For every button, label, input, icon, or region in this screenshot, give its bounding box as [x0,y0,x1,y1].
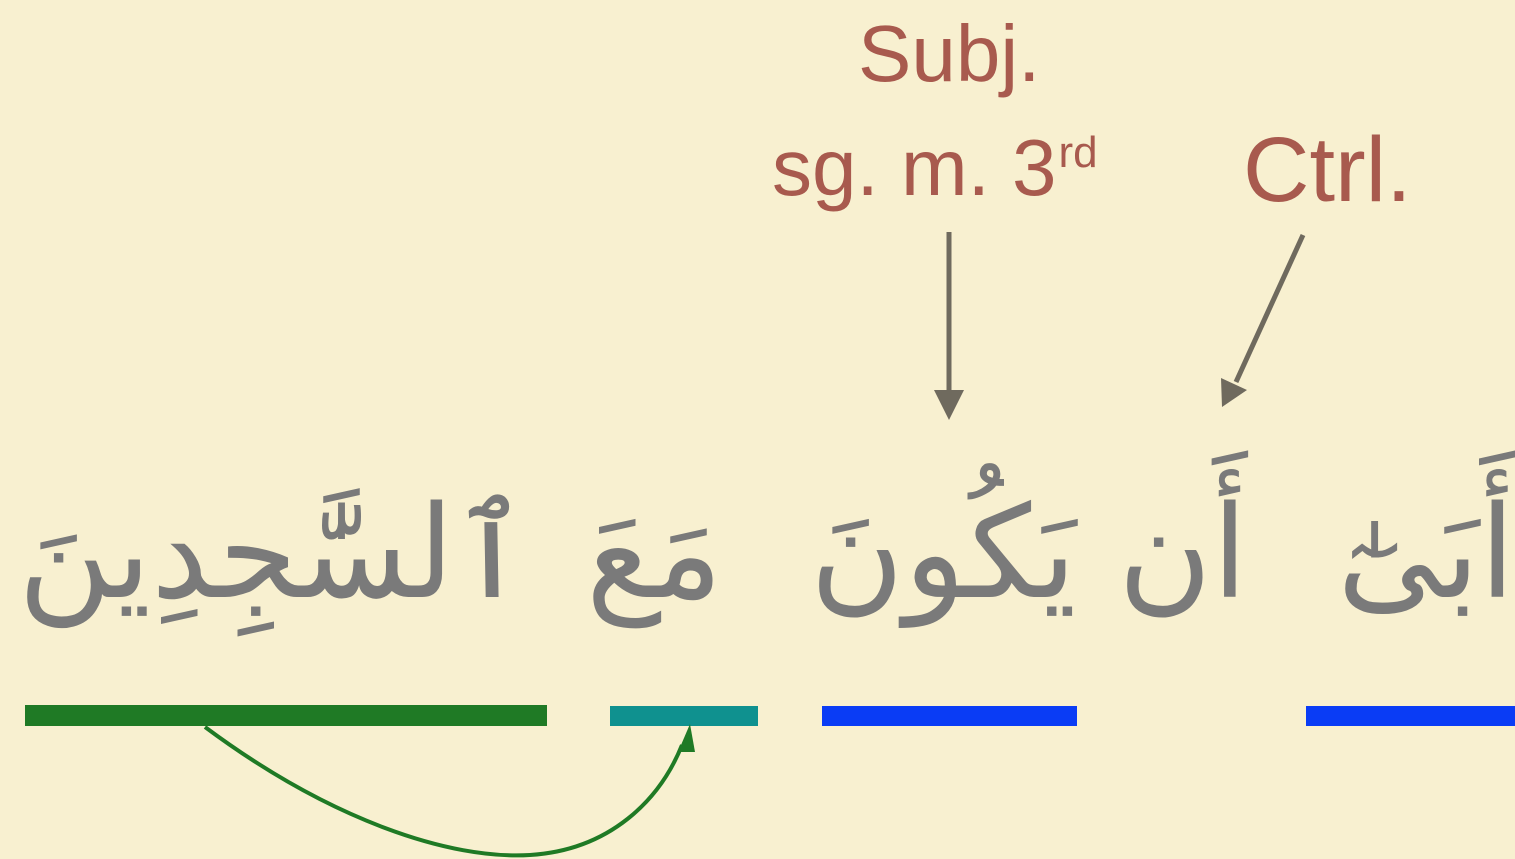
underline-abaa [1306,706,1515,726]
subj-label-line2: sg. m. 3rd [772,128,1098,208]
word-yakuna: يَكُونَ [810,479,1077,628]
subj-arrow [934,232,964,420]
word-abaa: أَبَىٰٓ [1337,479,1515,628]
underline-as-sajidin [25,705,547,726]
underline-maa [610,706,758,726]
subj-label-line1: Subj. [858,9,1041,98]
ctrl-label: Ctrl. [1243,119,1412,221]
dependency-arrow [203,724,695,858]
subj-label-text: sg. m. 3 [772,123,1057,212]
word-as-sajidin: ٱلسَّٰجِدِينَ [18,479,530,628]
underline-yakuna [822,706,1077,726]
ordinal-suffix: rd [1058,128,1098,177]
word-an: أَن [1118,479,1248,628]
ctrl-arrow [1221,233,1306,407]
word-maa: مَعَ [586,479,723,628]
